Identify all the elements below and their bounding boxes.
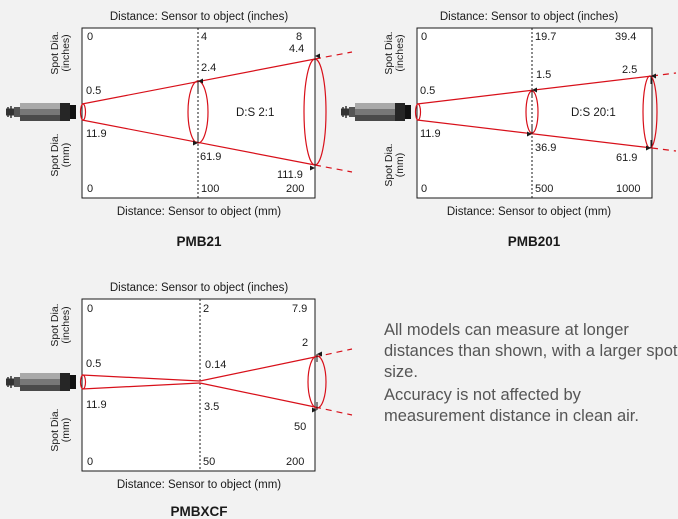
spot-dia-inches-unit: (inches) <box>60 306 72 343</box>
ratio-label: D:S 2:1 <box>236 107 274 119</box>
bottom-axis-label: Distance: Sensor to object (mm) <box>117 479 281 491</box>
spot-mm-1: 61.9 <box>200 151 221 163</box>
pyrometer-sensor-icon <box>340 102 412 122</box>
beam-lower <box>416 119 653 149</box>
spot-ellipse-start <box>79 103 87 121</box>
spot-dia-inches-unit: (inches) <box>60 34 72 71</box>
beam-lower-extension <box>314 164 353 173</box>
spot-mm-2: 111.9 <box>277 169 303 181</box>
diagram-title: PMB21 <box>176 234 222 249</box>
spot-mm-2: 61.9 <box>616 152 637 164</box>
spot-mm-1: 3.5 <box>204 401 219 413</box>
spot-dia-mm-label: Spot Dia. <box>49 133 61 176</box>
diagram-pmbxcf: Distance: Sensor to object (inches) Dist… <box>5 282 353 519</box>
spot-mm-0: 11.9 <box>86 128 107 140</box>
spot-inches-2: 2.5 <box>622 64 637 76</box>
pyrometer-sensor-icon <box>5 372 77 392</box>
bottom-axis-label: Distance: Sensor to object (mm) <box>117 206 281 218</box>
spot-inches-1: 2.4 <box>201 62 216 74</box>
beam-upper <box>81 374 201 382</box>
dist-inches-2: 8 <box>296 31 302 43</box>
dist-inches-0: 0 <box>87 31 93 43</box>
spot-inches-0: 0.5 <box>86 85 101 97</box>
dist-inches-1: 19.7 <box>535 31 556 43</box>
ratio-label: D:S 20:1 <box>571 107 616 119</box>
spot-dia-inches-label: Spot Dia. <box>383 31 395 74</box>
note-accuracy: Accuracy is not affected by measurement … <box>384 386 639 425</box>
pyrometer-sensor-icon <box>5 102 77 122</box>
dist-mm-1: 500 <box>535 183 553 195</box>
diagram-title: PMBXCF <box>171 504 228 519</box>
dist-inches-0: 0 <box>421 31 427 43</box>
beam-lower-far <box>199 382 316 408</box>
top-axis-label: Distance: Sensor to object (inches) <box>440 11 619 23</box>
beam-lower-extension <box>314 406 353 416</box>
diagram-pmb201: Distance: Sensor to object (inches) Dist… <box>340 11 677 249</box>
spot-dia-mm-unit: (mm) <box>60 418 72 443</box>
diagram-panel <box>81 298 316 472</box>
dist-mm-2: 200 <box>286 183 304 195</box>
dist-mm-1: 100 <box>201 183 219 195</box>
dist-mm-0: 0 <box>87 183 93 195</box>
spot-mm-2: 50 <box>294 421 306 433</box>
note-longer-distances: All models can measure at longer distanc… <box>384 321 678 381</box>
beam-upper-extension <box>314 348 353 358</box>
spot-mm-1: 36.9 <box>535 142 556 154</box>
spot-inches-2: 2 <box>302 337 308 349</box>
dist-inches-1: 2 <box>203 303 209 315</box>
diagram-panel <box>416 27 653 199</box>
beam-lower-extension <box>651 147 677 152</box>
spot-mm-0: 11.9 <box>86 399 107 411</box>
diagram-pmb21: Distance: Sensor to object (inches) Dist… <box>5 11 353 249</box>
spot-ellipse-start <box>79 374 87 390</box>
spot-dia-mm-unit: (mm) <box>60 143 72 168</box>
beam-upper-extension <box>651 72 677 77</box>
spot-dia-mm-label: Spot Dia. <box>383 143 395 186</box>
top-axis-label: Distance: Sensor to object (inches) <box>110 282 289 294</box>
spot-mm-0: 11.9 <box>420 128 441 140</box>
spot-dia-inches-label: Spot Dia. <box>49 303 61 346</box>
spot-inches-1: 0.14 <box>205 359 226 371</box>
beam-lower <box>81 382 201 390</box>
dist-mm-2: 1000 <box>616 183 640 195</box>
beam-upper-extension <box>314 51 353 60</box>
dist-mm-1: 50 <box>203 456 215 468</box>
dist-mm-0: 0 <box>87 456 93 468</box>
spot-inches-0: 0.5 <box>420 85 435 97</box>
beam-upper-far <box>199 356 316 382</box>
diagram-title: PMB201 <box>508 234 561 249</box>
spot-dia-mm-unit: (mm) <box>394 153 406 178</box>
spot-dia-inches-label: Spot Dia. <box>49 31 61 74</box>
dist-inches-0: 0 <box>87 303 93 315</box>
dist-mm-0: 0 <box>421 183 427 195</box>
spot-dia-inches-unit: (inches) <box>394 34 406 71</box>
spot-inches-1: 1.5 <box>536 69 551 81</box>
spot-inches-2: 4.4 <box>289 43 304 55</box>
spot-dia-mm-label: Spot Dia. <box>49 408 61 451</box>
bottom-axis-label: Distance: Sensor to object (mm) <box>447 206 611 218</box>
dist-inches-2: 7.9 <box>292 303 307 315</box>
top-axis-label: Distance: Sensor to object (inches) <box>110 11 289 23</box>
dist-inches-1: 4 <box>201 31 207 43</box>
spot-inches-0: 0.5 <box>86 358 101 370</box>
dist-mm-2: 200 <box>286 456 304 468</box>
dist-inches-2: 39.4 <box>615 31 636 43</box>
spot-ellipse-start <box>414 103 422 121</box>
